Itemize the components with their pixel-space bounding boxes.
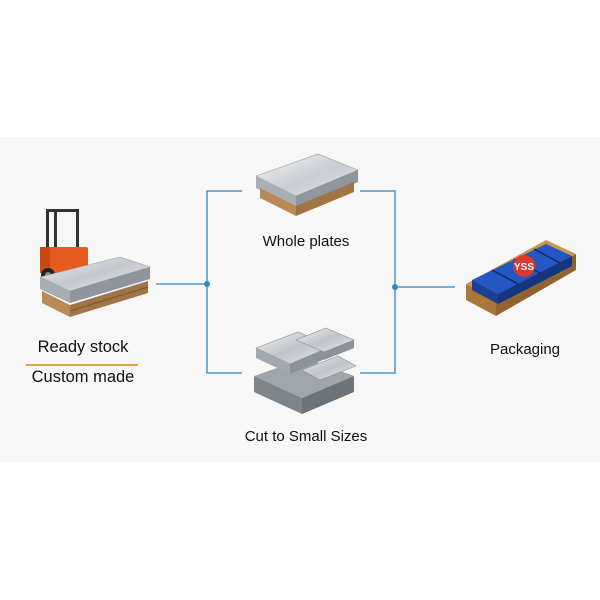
label-divider [26,364,138,366]
forklift-steel-sheets-icon [39,209,151,317]
packaging-label: Packaging [489,341,561,358]
ready-stock-label: Ready stock [37,338,129,356]
custom-made-label: Custom made [31,368,135,386]
connector-left-bracket [206,190,242,374]
cut-small-sizes-icon [254,327,357,414]
package-logo: YSS [514,262,534,273]
junction-dot-left [204,281,210,287]
junction-dot-right [392,284,398,290]
whole-plates-label: Whole plates [262,233,350,250]
whole-plates-icon [255,153,359,216]
connector-right-bracket [360,190,396,374]
packaging-icon: YSS [466,240,576,316]
cut-to-small-sizes-label: Cut to Small Sizes [244,428,368,445]
